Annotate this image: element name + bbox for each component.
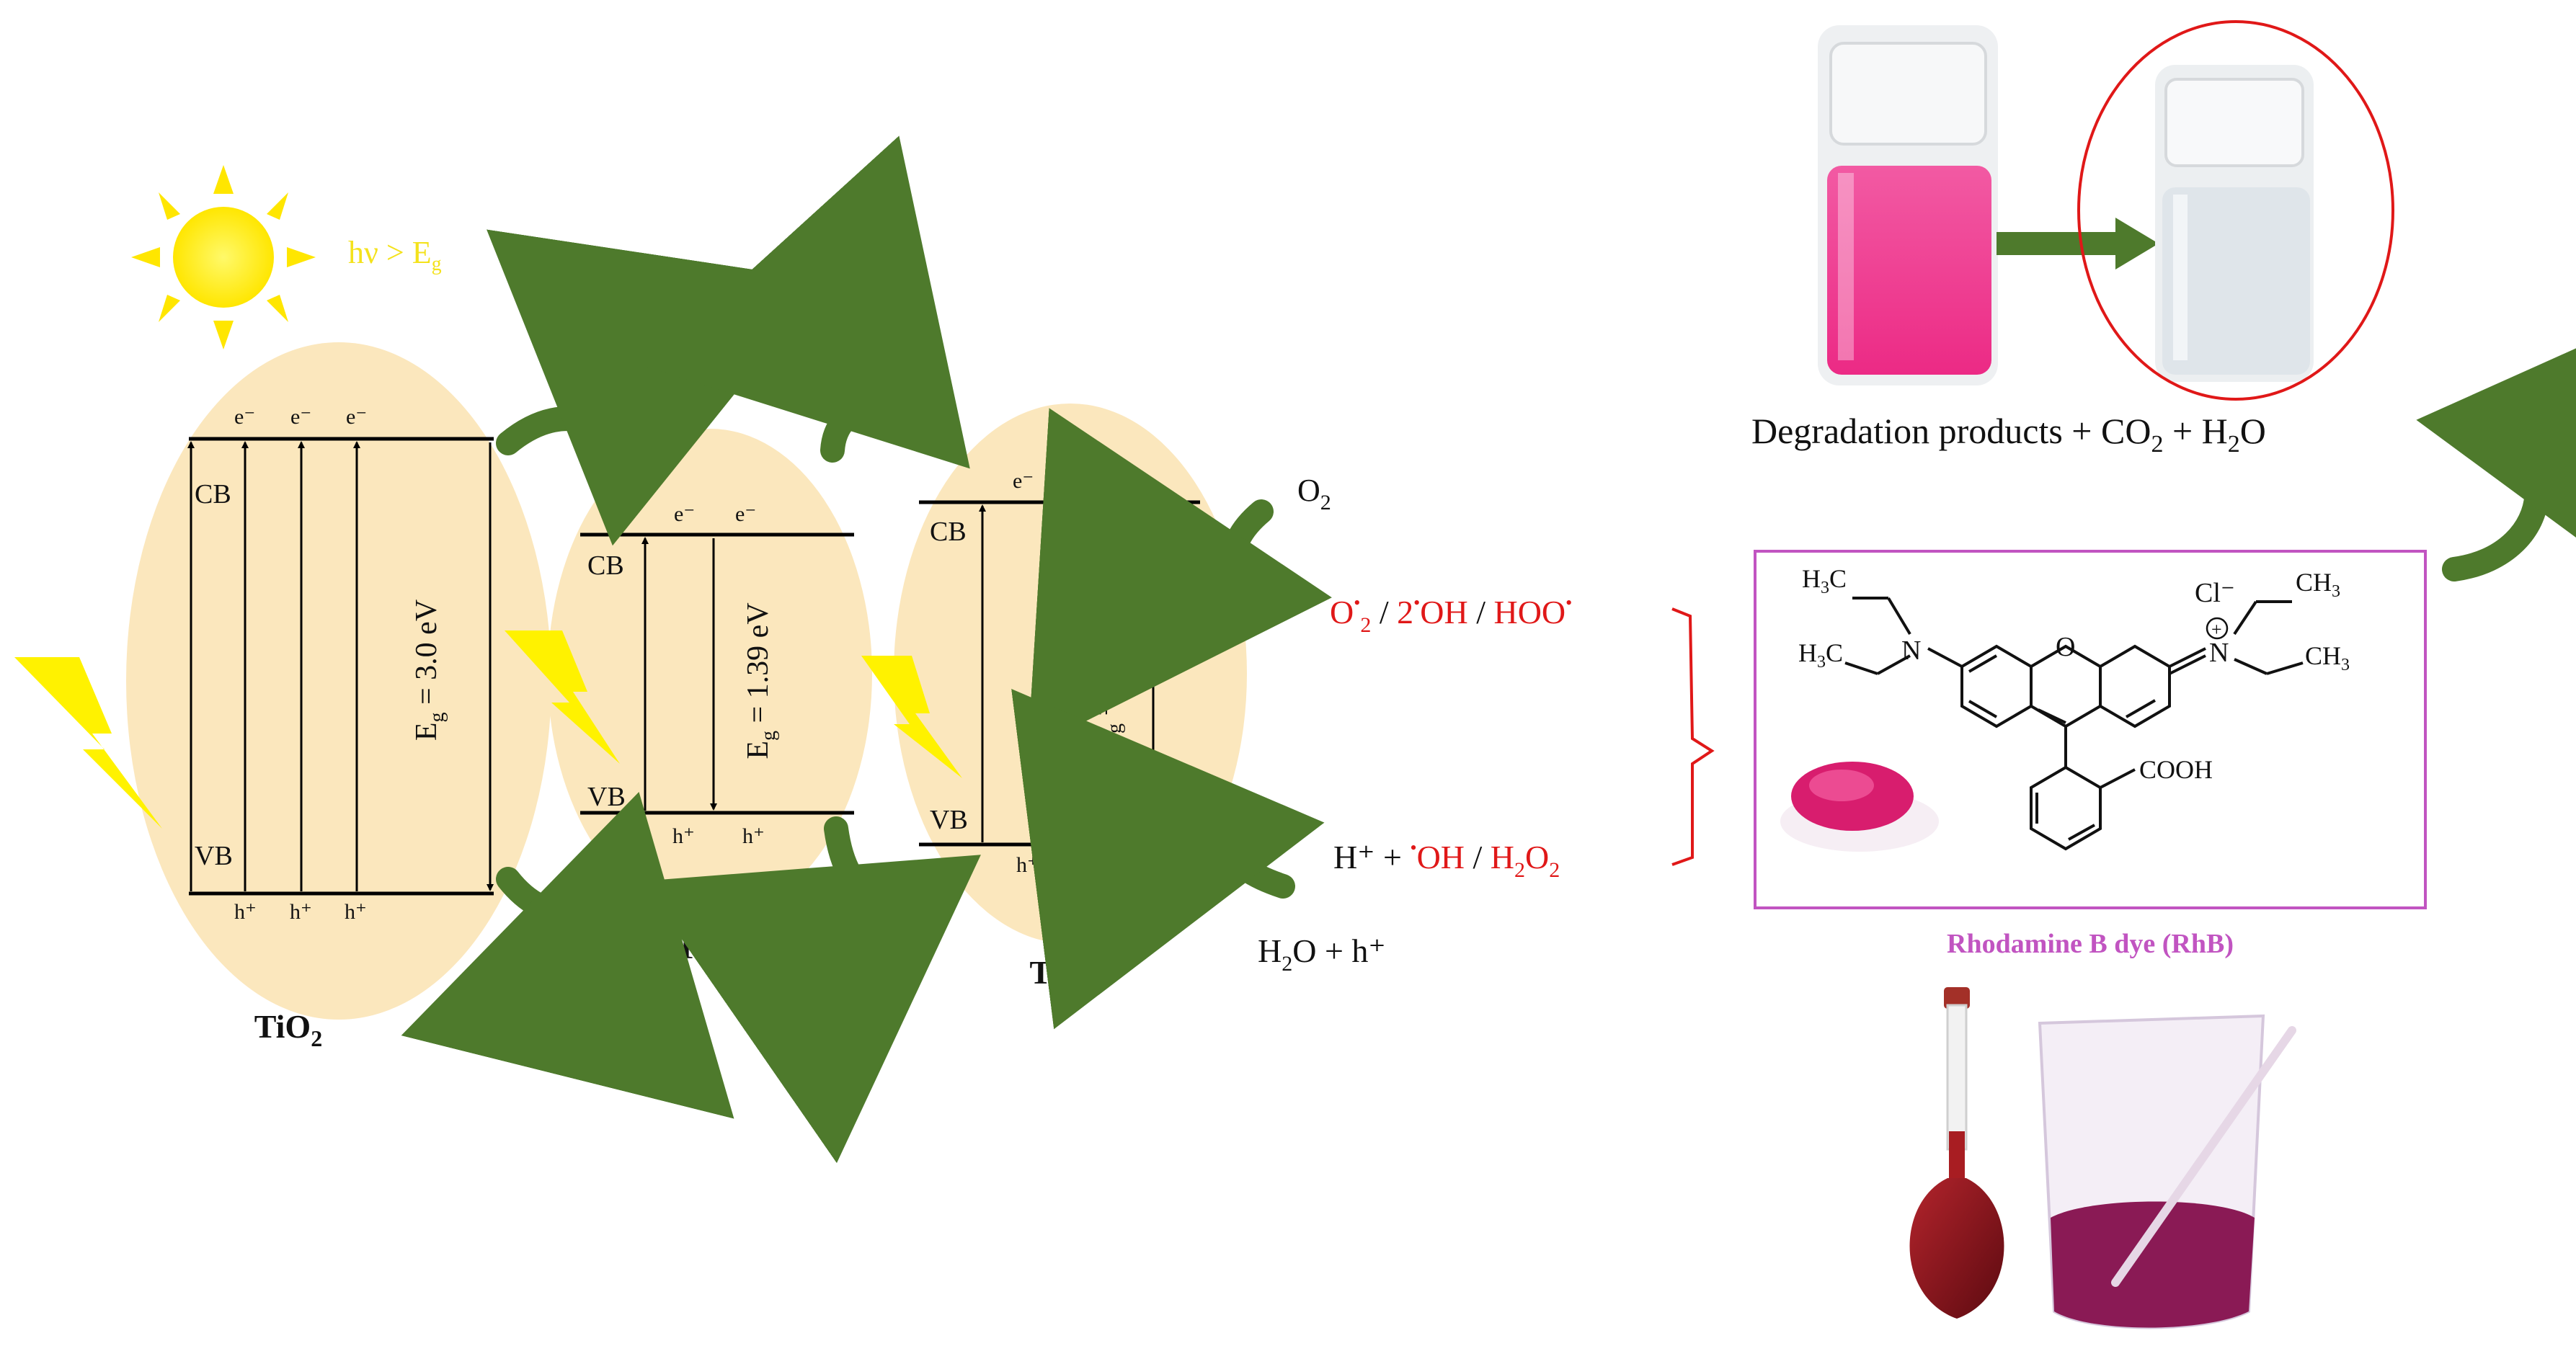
hydroxyl-reaction-label: H⁺ + •OH / H2O2 [1333,837,1560,882]
tio2-label: TiO2 [254,1008,322,1051]
water-hole-label: H2O + h⁺ [1258,932,1386,976]
vb-label: VB [587,782,626,812]
hole-label: h⁺ [1016,853,1039,877]
hole-label: h⁺ [290,900,312,924]
fe2o3-label: Fe2O3 [680,929,764,972]
vb-label: VB [195,841,233,871]
electron-label: e⁻ [290,405,311,429]
charge-transfer-arrows [401,135,2576,1164]
arrow-icon [1997,218,2159,269]
atom-label: Cl⁻ [2195,578,2235,608]
electron-label: e⁻ [346,405,367,429]
pink-vial-image [1818,25,1998,385]
electron-label: e⁻ [735,502,756,526]
fe2o3-particle [548,429,872,919]
cb-label: CB [587,551,624,581]
rhb-structure-box [1754,550,2427,909]
rhb-atom-labels: H3C H3C N O N + Cl⁻ CH3 CH3 COOH [1798,564,2350,784]
atom-label: N [1901,636,1921,666]
radicals-label: O•2 / 2•OH / HOO• [1330,592,1572,637]
atom-label: CH3 [2305,641,2350,674]
t1f-label: T-1F [1030,954,1097,991]
rhb-structure [1844,597,2304,851]
bandgap-label: Eg = 3.0 eV [410,600,448,741]
hole-label: h⁺ [234,900,257,924]
highlight-circle [2077,20,2394,401]
degradation-products-label: Degradation products + CO2 + H2O [1751,411,2266,458]
oxygen-label: O2 [1297,473,1331,514]
electron-label: e⁻ [674,502,695,526]
volumetric-flask-image [1909,987,2004,1319]
hole-label: h⁺ [742,824,765,848]
sun-icon [131,165,316,349]
cb-label: CB [930,517,967,547]
hole-label: h⁺ [672,824,695,848]
atom-label: COOH [2139,755,2213,784]
lightning-icon [14,657,162,829]
reaction-bracket [1671,607,1715,866]
cb-label: CB [195,479,231,509]
lightning-icon [861,656,962,778]
beaker-image [2038,1014,2296,1329]
lightning-icon [505,630,620,764]
rhb-caption: Rhodamine B dye (RhB) [1947,929,2234,959]
atom-label: CH3 [2296,568,2340,601]
electron-label: e⁻ [1078,469,1098,493]
charge-icon [2206,617,2229,640]
atom-label: N [2209,638,2229,668]
electron-label: e⁻ [1013,469,1034,493]
light-energy-label: hν > Eg [348,235,442,275]
atom-label: H3C [1798,638,1843,672]
rhb-powder-image [1780,762,1939,852]
hole-label: h⁺ [1083,853,1106,877]
atom-label: O [2056,632,2075,662]
clear-vial-image [2155,65,2314,382]
electron-label: e⁻ [234,405,255,429]
bandgap-label: Eg = 1.39 eV [742,602,780,759]
charge-label: + [2211,619,2222,640]
t1f-particle [894,404,1247,944]
hole-label: h⁺ [345,900,367,924]
vb-label: VB [930,805,968,835]
atom-label: H3C [1802,564,1847,597]
